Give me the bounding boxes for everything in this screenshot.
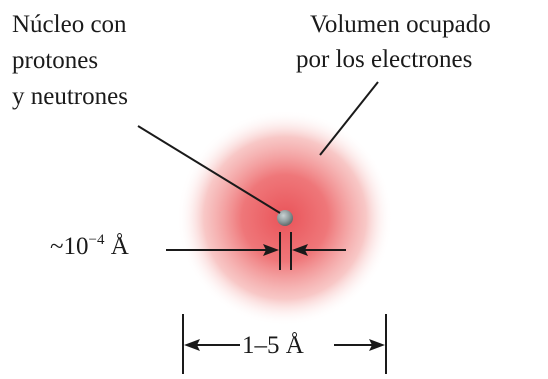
volume-label-line-2: por los electrones bbox=[296, 46, 473, 73]
volume-label-line-1: Volumen ocupado bbox=[310, 11, 491, 38]
nucleus-size-unit: Å bbox=[104, 233, 129, 260]
nucleus-arrow-left-head bbox=[263, 244, 279, 256]
nucleus-size-label: ~10−4 Å bbox=[50, 232, 129, 261]
atom-size-label: 1–5 Å bbox=[240, 331, 306, 360]
volume-leader-line bbox=[319, 81, 379, 156]
nucleus-arrow-right-head bbox=[292, 244, 308, 256]
nucleus-label-line-3: y neutrones bbox=[12, 83, 128, 110]
nucleus-size-prefix: ~10 bbox=[50, 233, 89, 260]
nucleus-size-exponent: −4 bbox=[88, 232, 105, 248]
nucleus-label-line-1: Núcleo con bbox=[12, 11, 127, 38]
nucleus-dot bbox=[277, 210, 293, 226]
nucleus-leader-line bbox=[137, 125, 281, 214]
nucleus-label-line-2: protones bbox=[12, 47, 99, 74]
atom-arrow-left-head bbox=[184, 339, 200, 351]
atom-arrow-right-head bbox=[369, 339, 385, 351]
